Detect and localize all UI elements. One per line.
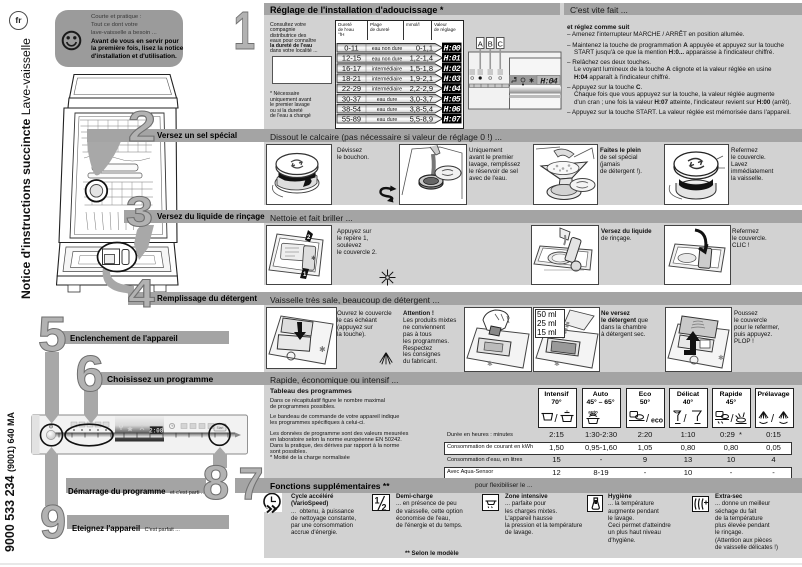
svg-text:2: 2 [382, 502, 387, 512]
svg-text:/: / [771, 413, 775, 425]
svg-text:12-15: 12-15 [342, 54, 361, 63]
svg-text:✱: ✱ [554, 360, 560, 368]
svg-text:H:07: H:07 [443, 116, 460, 125]
svg-text:2:08: 2:08 [149, 428, 164, 435]
svg-text:1,2-1,4: 1,2-1,4 [410, 54, 433, 63]
svg-text:55-89: 55-89 [342, 115, 361, 124]
svg-text:✱: ✱ [319, 345, 326, 354]
svg-text:2,2-2,9: 2,2-2,9 [410, 84, 433, 93]
svg-text:✱: ✱ [311, 255, 316, 262]
svg-text:22-29: 22-29 [342, 84, 361, 93]
svg-text:✱: ✱ [529, 78, 534, 85]
svg-text:H:05: H:05 [443, 95, 460, 104]
svg-text:intermédiaire: intermédiaire [372, 77, 402, 83]
svg-text:H:06: H:06 [443, 105, 460, 114]
svg-text:eau dure: eau dure [377, 97, 398, 103]
svg-text:/: / [731, 413, 735, 425]
svg-text:3,0-3,7: 3,0-3,7 [410, 94, 433, 103]
svg-text:eco: eco [651, 418, 663, 425]
svg-text:H:04: H:04 [540, 76, 557, 86]
svg-text:Start: Start [217, 426, 224, 430]
svg-text:auto: auto [588, 410, 598, 415]
svg-text:H:02: H:02 [443, 65, 460, 74]
svg-text:intermédiaire: intermédiaire [372, 66, 402, 72]
svg-text:1,9-2,1: 1,9-2,1 [410, 74, 433, 83]
svg-text:eau dure: eau dure [377, 117, 398, 123]
svg-text:0-11: 0-11 [344, 44, 358, 53]
svg-text:1: 1 [303, 272, 307, 278]
svg-text:✱: ✱ [718, 354, 724, 362]
svg-text:3,8-5,4: 3,8-5,4 [410, 104, 433, 113]
svg-text:✱: ✱ [487, 360, 493, 368]
svg-text:eau non dure: eau non dure [372, 56, 403, 62]
svg-text:H:03: H:03 [443, 75, 460, 84]
svg-text:H:04: H:04 [443, 85, 460, 94]
svg-text:30-37: 30-37 [342, 94, 361, 103]
svg-text:1,5-1,8: 1,5-1,8 [410, 64, 433, 73]
svg-text:H:01: H:01 [443, 55, 460, 64]
svg-text:C: C [498, 40, 504, 49]
svg-text:0-1,1: 0-1,1 [416, 44, 433, 53]
svg-text:2: 2 [307, 235, 311, 241]
svg-text:5,5-8,9: 5,5-8,9 [410, 115, 433, 124]
svg-text:1: 1 [375, 495, 380, 505]
svg-text:eau non dure: eau non dure [372, 46, 403, 52]
svg-text:/: / [684, 413, 688, 425]
svg-text:38-54: 38-54 [342, 104, 361, 113]
svg-text:18-21: 18-21 [342, 74, 361, 83]
svg-text:A: A [478, 40, 483, 49]
svg-text:/: / [646, 413, 650, 425]
svg-text:H:00: H:00 [443, 45, 460, 54]
svg-text:B: B [488, 40, 493, 49]
svg-text:16-17: 16-17 [342, 64, 361, 73]
svg-text:eau dure: eau dure [377, 107, 398, 113]
svg-text:intermédiaire: intermédiaire [372, 87, 402, 93]
svg-text:/: / [554, 413, 558, 425]
